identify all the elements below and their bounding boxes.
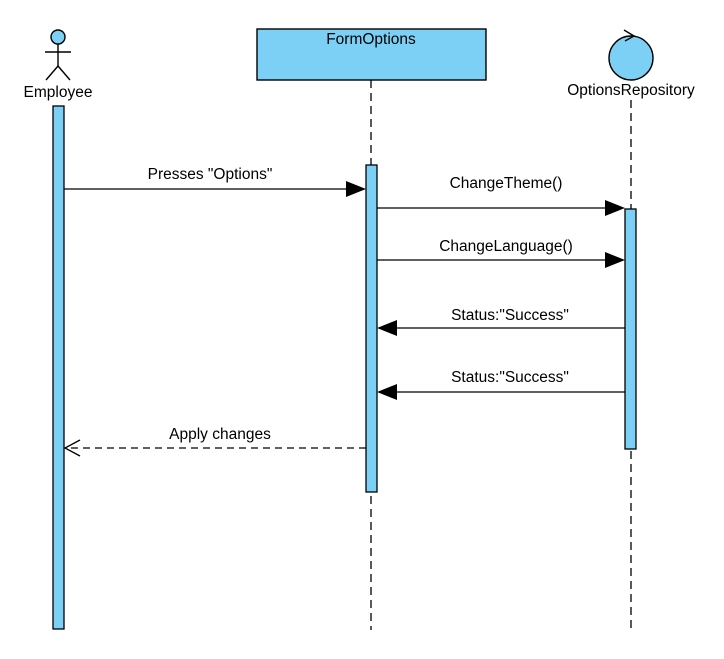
form-options-label: FormOptions: [326, 31, 416, 48]
options-repository-label: OptionsRepository: [567, 82, 695, 99]
form-options-activation-bar: [365, 164, 378, 493]
employee-label: Employee: [24, 84, 93, 101]
message-apply-changes-label: Apply changes: [169, 426, 271, 443]
message-apply-changes-arrowhead: [63, 439, 81, 457]
message-change-language-label: ChangeLanguage(): [439, 238, 573, 255]
message-presses-options-label: Presses "Options": [148, 166, 273, 183]
message-change-theme-label: ChangeTheme(): [450, 175, 563, 192]
message-status-success-2-label: Status:"Success": [451, 369, 569, 386]
message-change-language-arrowhead: [605, 252, 625, 268]
form-options-box: [256, 28, 487, 81]
employee-activation-bar: [52, 105, 65, 630]
message-change-theme-arrowhead: [605, 200, 625, 216]
message-presses-options-arrowhead: [346, 181, 366, 197]
employee-actor-icon: [45, 29, 71, 81]
options-repository-activation-bar: [624, 208, 637, 450]
message-status-success-1-arrowhead: [377, 320, 397, 336]
message-status-success-1-label: Status:"Success": [451, 307, 569, 324]
message-status-success-2-arrowhead: [377, 384, 397, 400]
options-repository-control-icon: [608, 29, 654, 81]
